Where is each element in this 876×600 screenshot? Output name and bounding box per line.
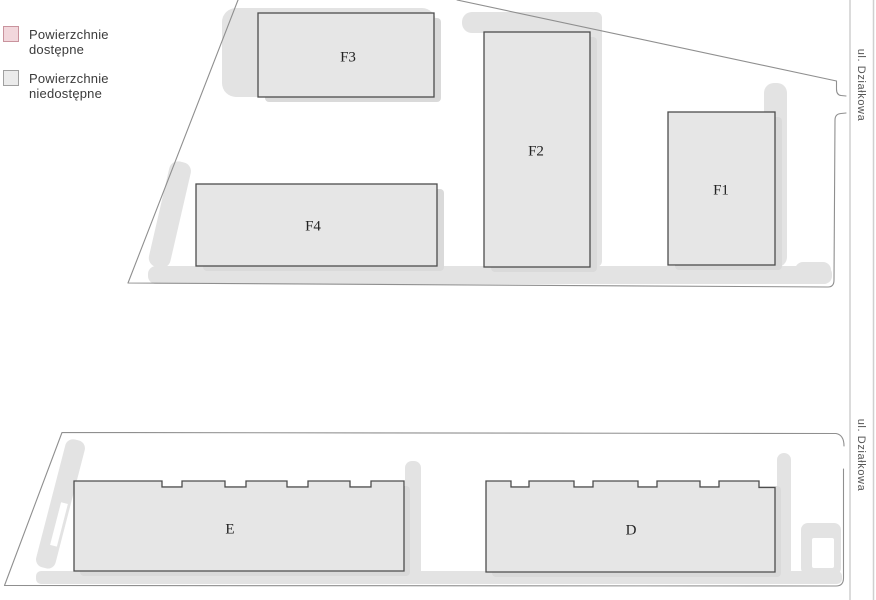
road-corner-top-parcel <box>795 262 831 284</box>
parcel-top-outline-upper <box>456 0 847 97</box>
building-f2-shape[interactable] <box>483 31 591 268</box>
building-f4-shape[interactable] <box>195 183 438 267</box>
unavailable-swatch-icon <box>3 70 19 86</box>
legend: Powierzchnie dostępne Powierzchnie niedo… <box>3 26 129 101</box>
road-median-gap <box>50 502 68 547</box>
parcel-boundaries <box>3 0 847 587</box>
building-f2-label[interactable]: F2 <box>528 143 544 160</box>
buildings-layer <box>73 12 776 573</box>
building-d-shape[interactable] <box>485 480 776 573</box>
building-e-shape[interactable] <box>73 480 405 572</box>
legend-item-available: Powierzchnie dostępne <box>3 26 129 57</box>
parcel-bottom-outline <box>3 431 845 587</box>
road-above-f2 <box>462 12 602 33</box>
building-d-label[interactable]: D <box>625 522 637 539</box>
road-left-bottom-parcel <box>36 439 85 569</box>
legend-label-available: Powierzchnie dostępne <box>29 27 109 57</box>
building-f3-label[interactable]: F3 <box>340 49 356 66</box>
road-left-top-parcel <box>148 161 191 268</box>
road-cutouts <box>50 502 834 568</box>
pad-inner-area <box>812 538 834 568</box>
building-f1-shape[interactable] <box>667 111 776 266</box>
available-swatch-icon <box>3 26 19 42</box>
street-label-top: ul. Działkowa <box>855 48 867 122</box>
street-edges <box>849 0 875 600</box>
building-f3-shape[interactable] <box>257 12 435 98</box>
building-f1-label[interactable]: F1 <box>713 182 729 199</box>
street-label-bottom: ul. Działkowa <box>855 418 867 492</box>
legend-label-unavailable: Powierzchnie niedostępne <box>29 71 109 101</box>
building-f4-label[interactable]: F4 <box>305 218 321 235</box>
legend-item-unavailable: Powierzchnie niedostępne <box>3 70 129 101</box>
building-e-label[interactable]: E <box>225 521 235 538</box>
parcel-top-outline-main <box>127 0 847 288</box>
